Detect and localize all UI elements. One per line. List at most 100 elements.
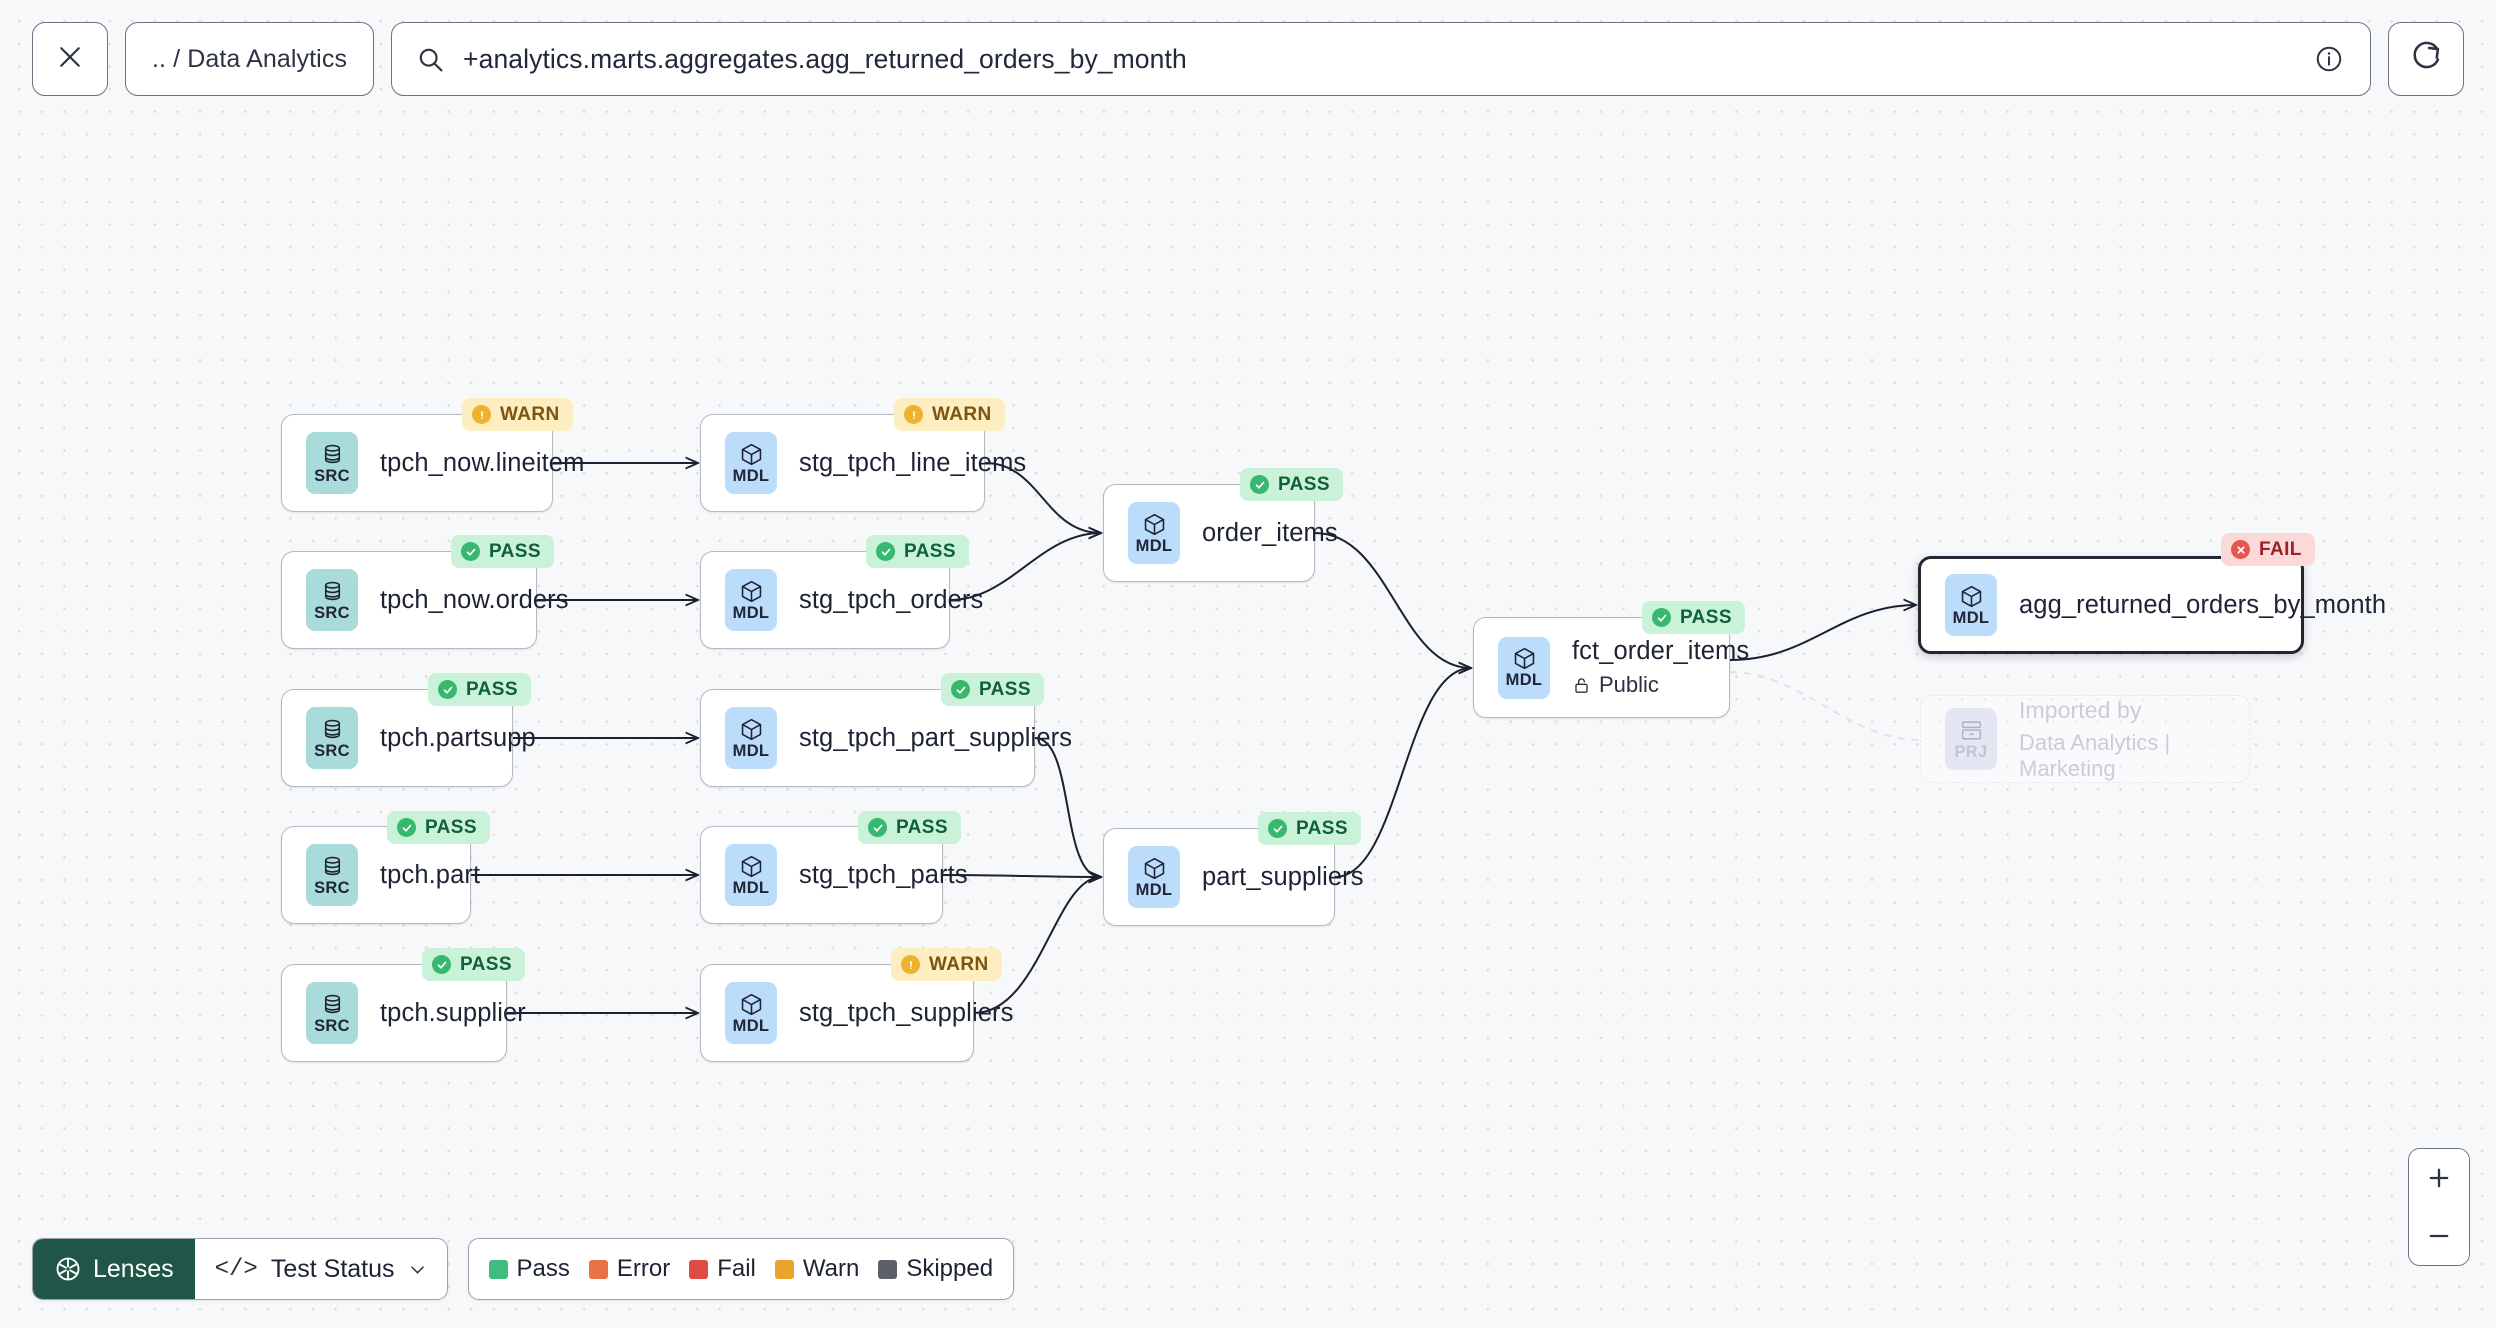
status-badge-part_suppliers[interactable]: PASS [1258, 812, 1361, 845]
zoom-in-button[interactable] [2409, 1149, 2469, 1207]
node-body: stg_tpch_orders [799, 586, 983, 615]
graph-node-agg_returned_orders_by_month[interactable]: MDL agg_returned_orders_by_month [1918, 556, 2386, 654]
status-badge-stg_tpch_orders[interactable]: PASS [866, 535, 969, 568]
node-title: stg_tpch_line_items [799, 448, 1027, 477]
status-badge-fct_order_items[interactable]: PASS [1642, 601, 1745, 634]
status-badge-order_items[interactable]: PASS [1240, 468, 1343, 501]
node-type-label: MDL [1135, 536, 1173, 555]
pass-status-icon [951, 680, 970, 699]
graph-node-part_suppliers[interactable]: MDL part_suppliers [1103, 828, 1363, 926]
node-title: stg_tpch_part_suppliers [799, 723, 1073, 752]
node-type-label: MDL [732, 1016, 770, 1035]
node-title: Imported by [2019, 696, 2142, 723]
zoom-controls [2408, 1148, 2470, 1266]
status-badge-label: PASS [466, 678, 518, 700]
node-type-label: SRC [314, 741, 350, 760]
status-badge-label: WARN [932, 403, 992, 425]
chevron-down-icon [408, 1260, 427, 1279]
refresh-button[interactable] [2388, 22, 2464, 96]
lenses-button[interactable]: Lenses [33, 1239, 195, 1299]
legend-label: Error [616, 1255, 671, 1282]
legend-swatch-skipped [878, 1259, 898, 1279]
src-type-icon: SRC [306, 982, 358, 1044]
mdl-type-icon: MDL [1498, 636, 1550, 699]
node-body: stg_tpch_line_items [799, 449, 1026, 478]
legend-item-skipped[interactable]: Skipped [878, 1255, 993, 1283]
breadcrumb-label: .. / Data Analytics [152, 44, 348, 73]
node-title: stg_tpch_orders [799, 585, 984, 614]
status-badge-tpch_now_orders[interactable]: PASS [451, 535, 554, 568]
legend-swatch-fail [689, 1259, 709, 1279]
status-badge-label: PASS [460, 953, 512, 975]
status-badge-stg_tpch_line_items[interactable]: WARN [894, 398, 1005, 431]
legend-group: Pass Error Fail Warn Skipped [467, 1238, 1015, 1300]
status-badge-stg_tpch_parts[interactable]: PASS [858, 811, 961, 844]
node-body: tpch.supplier [380, 999, 526, 1028]
legend-label: Warn [802, 1255, 860, 1282]
fail-status-icon [2231, 540, 2250, 559]
close-icon [55, 42, 85, 77]
test-status-dropdown[interactable]: </> Test Status [195, 1239, 447, 1299]
lenses-label: Lenses [93, 1254, 174, 1283]
lenses-group: Lenses </> Test Status [32, 1238, 448, 1300]
status-badge-tpch_part[interactable]: PASS [387, 811, 490, 844]
legend-swatch-error [588, 1259, 608, 1279]
legend-label: Skipped [906, 1255, 994, 1282]
node-type-label: MDL [732, 878, 770, 897]
node-body: agg_returned_orders_by_month [2019, 591, 2386, 620]
node-subtitle: Data Analytics | Marketing [2019, 730, 2249, 782]
node-body: tpch_now.orders [380, 586, 569, 615]
node-title: tpch.part [380, 860, 481, 889]
status-badge-agg_returned_orders_by_month[interactable]: FAIL [2221, 533, 2315, 566]
status-badge-label: WARN [500, 403, 560, 425]
legend-swatch-warn [774, 1259, 794, 1279]
zoom-out-button[interactable] [2409, 1207, 2469, 1265]
status-badge-stg_tpch_part_suppliers[interactable]: PASS [941, 673, 1044, 706]
mdl-type-icon: MDL [1945, 574, 1997, 636]
prj-type-icon: PRJ [1945, 708, 1997, 770]
node-body: order_items [1202, 519, 1338, 548]
close-button[interactable] [32, 22, 108, 96]
mdl-type-icon: MDL [725, 432, 777, 494]
node-title: stg_tpch_parts [799, 860, 968, 889]
node-type-label: MDL [732, 603, 770, 622]
mdl-type-icon: MDL [725, 569, 777, 631]
status-badge-tpch_supplier[interactable]: PASS [422, 948, 525, 981]
legend-item-warn[interactable]: Warn [774, 1255, 860, 1283]
bottom-toolbar: Lenses </> Test Status Pass Error Fail Warn… [32, 1238, 1015, 1300]
status-badge-stg_tpch_suppliers[interactable]: WARN [891, 948, 1002, 981]
node-type-label: SRC [314, 1016, 350, 1035]
node-title: agg_returned_orders_by_month [2019, 590, 2387, 619]
breadcrumb[interactable]: .. / Data Analytics [125, 22, 375, 96]
node-body: part_suppliers [1202, 863, 1364, 892]
pass-status-icon [438, 680, 457, 699]
status-badge-tpch_now_lineitem[interactable]: WARN [462, 398, 573, 431]
src-type-icon: SRC [306, 707, 358, 769]
legend-item-error[interactable]: Error [588, 1255, 671, 1283]
src-type-icon: SRC [306, 569, 358, 631]
info-icon[interactable] [2314, 44, 2344, 74]
node-body: tpch.part [380, 861, 480, 890]
node-title: stg_tpch_suppliers [799, 998, 1014, 1027]
node-type-label: MDL [732, 466, 770, 485]
legend-item-fail[interactable]: Fail [689, 1255, 756, 1283]
unlock-icon [1572, 676, 1591, 695]
node-title: tpch_now.orders [380, 585, 569, 614]
status-badge-tpch_partsupp[interactable]: PASS [428, 673, 531, 706]
src-type-icon: SRC [306, 432, 358, 494]
status-badge-label: PASS [904, 540, 956, 562]
mdl-type-icon: MDL [1128, 502, 1180, 564]
legend-label: Fail [717, 1255, 756, 1282]
search-input[interactable] [463, 43, 2296, 75]
status-badge-label: PASS [1296, 817, 1348, 839]
refresh-icon [2409, 40, 2443, 79]
legend-item-pass[interactable]: Pass [488, 1255, 570, 1283]
search-bar[interactable] [391, 22, 2371, 96]
mdl-type-icon: MDL [1128, 846, 1180, 908]
